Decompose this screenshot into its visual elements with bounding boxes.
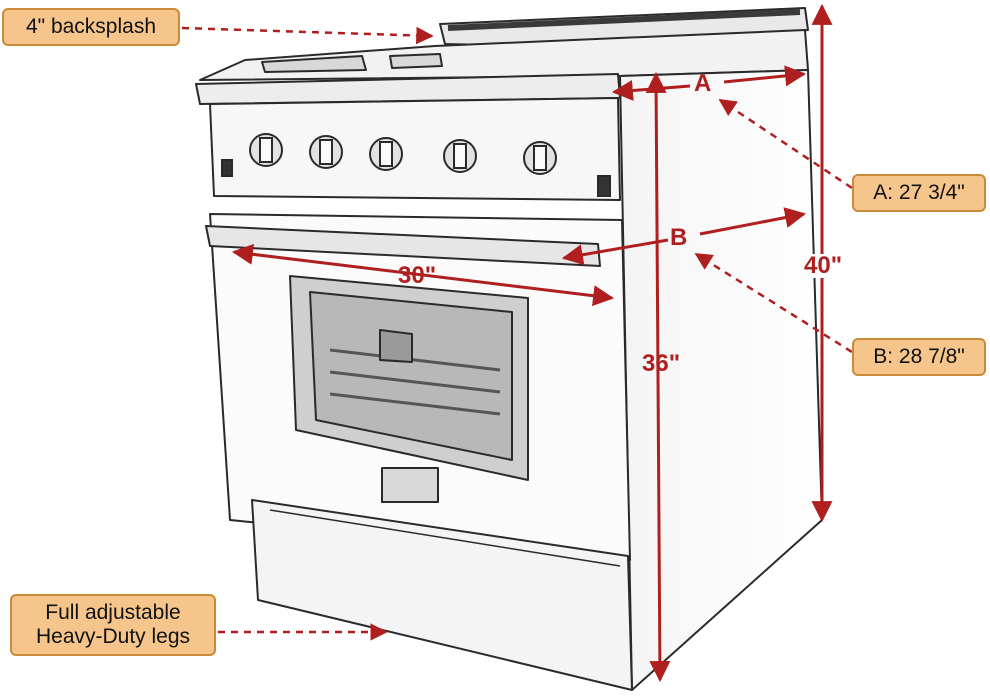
knob-4-icon [443, 139, 477, 173]
dim-36-arrow [645, 71, 671, 683]
dim-width-arrow [231, 243, 615, 307]
control-knobs [221, 133, 611, 197]
knob-3-icon [369, 137, 403, 171]
knob-2-icon [309, 135, 343, 169]
dim-label-b: B [670, 224, 688, 251]
side-panel [619, 69, 823, 691]
callout-dim-a: A: 27 3/4" [852, 174, 986, 212]
leader-dim-a [718, 98, 853, 190]
range-sketch [195, 7, 823, 691]
callout-backsplash: 4" backsplash [2, 8, 180, 46]
callout-legs-line1: Full adjustable [45, 601, 181, 624]
dim-label-a: A [694, 70, 712, 97]
bottom-drawer [251, 499, 633, 691]
knob-1-icon [249, 133, 283, 167]
dim-label-36: 36" [642, 350, 681, 377]
leader-dim-b [694, 252, 853, 354]
indicator-light-left-icon [221, 159, 233, 177]
indicator-light-right-icon [597, 175, 611, 197]
knob-5-icon [523, 141, 557, 175]
leader-lines [181, 26, 853, 641]
callout-dim-b: B: 28 7/8" [852, 338, 986, 376]
callout-legs: Full adjustable Heavy-Duty legs [10, 594, 216, 656]
brand-badge [381, 467, 439, 503]
callout-legs-line2: Heavy-Duty legs [35, 625, 191, 648]
dim-label-width: 30" [398, 262, 437, 289]
dim-a-arrow-right [723, 65, 807, 87]
control-panel [209, 97, 621, 201]
dim-label-40: 40" [804, 252, 843, 279]
leader-backsplash [181, 26, 434, 45]
dim-b-arrow-right [699, 207, 807, 236]
